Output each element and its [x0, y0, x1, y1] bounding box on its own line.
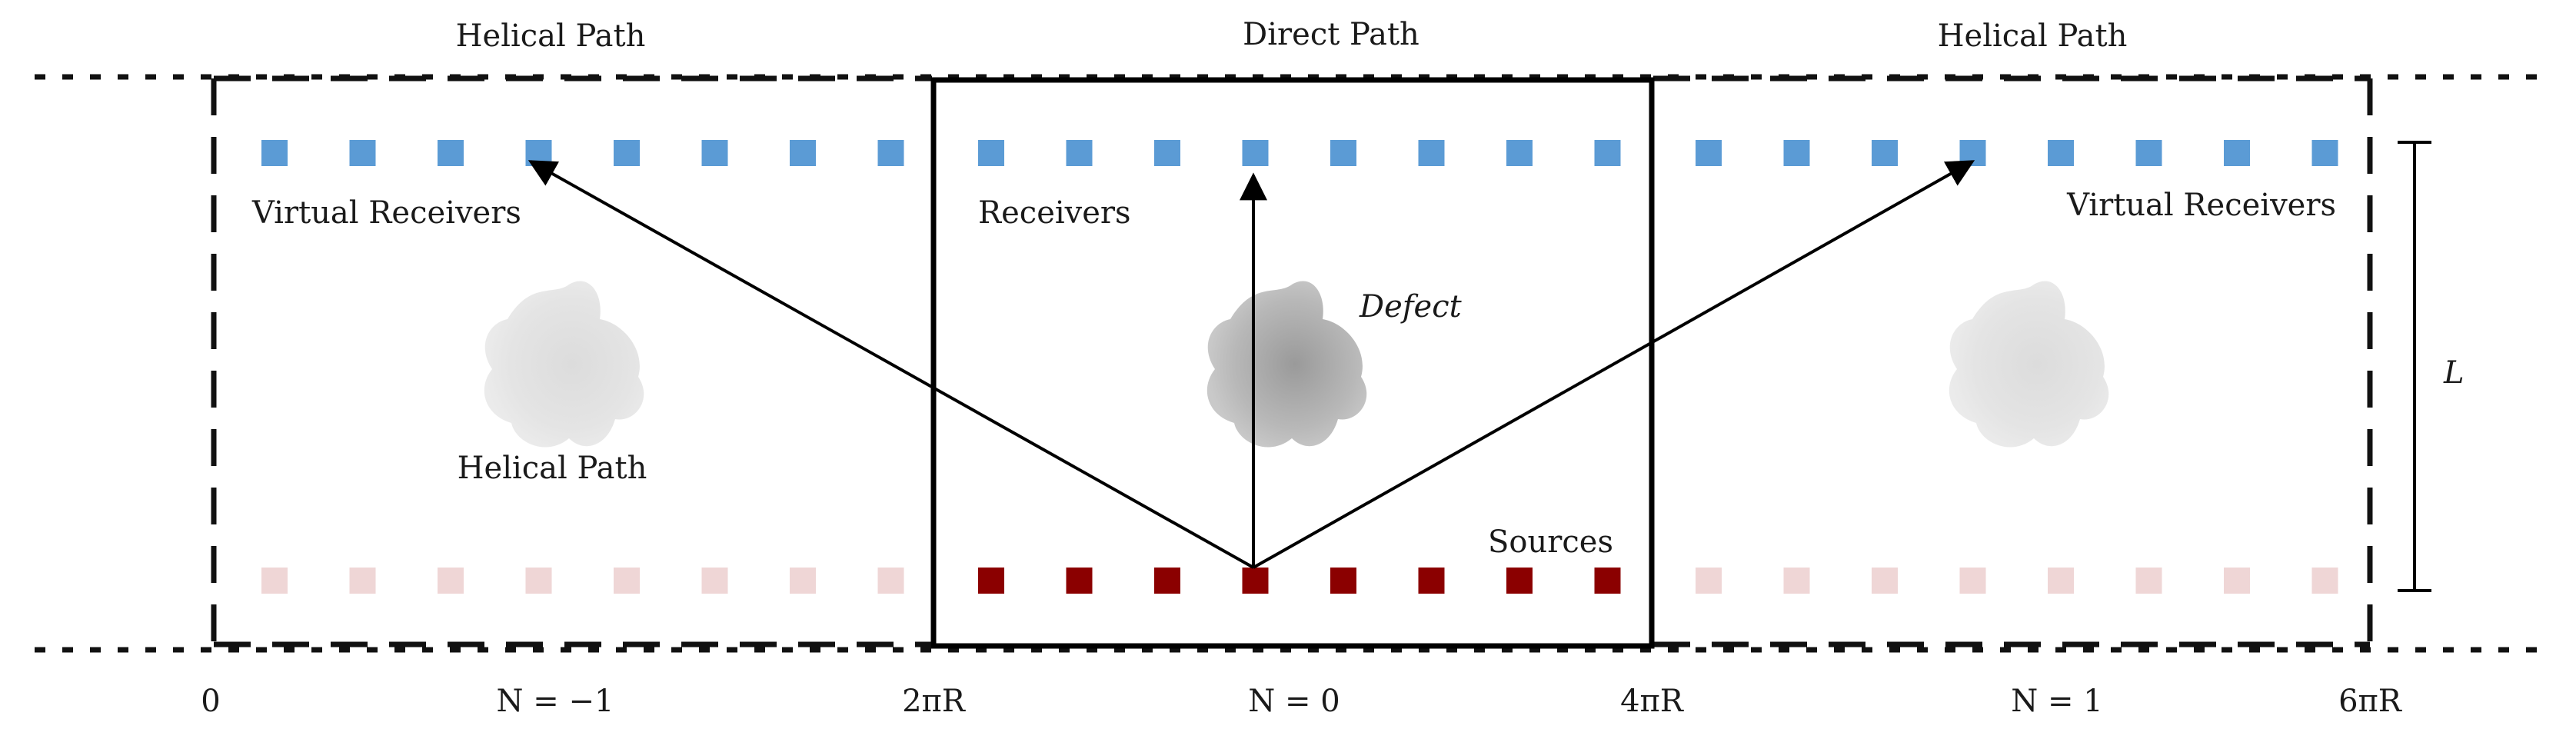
virtual-receiver-left-1	[261, 140, 288, 166]
virtual-source-left-8	[877, 568, 904, 594]
header-helical-path-left: Helical Path	[456, 18, 646, 54]
virtual-source-left-7	[790, 568, 816, 594]
source-center-8	[1594, 568, 1621, 594]
axis-tick-n-0: N = 0	[1248, 684, 1340, 719]
sources-label: Sources	[1488, 524, 1613, 560]
source-center-6	[1418, 568, 1445, 594]
receiver-center-7	[1506, 140, 1533, 166]
virtual-receiver-right-5	[2048, 140, 2074, 166]
virtual-source-right-8	[2311, 568, 2338, 594]
virtual-receivers-label-right: Virtual Receivers	[2066, 188, 2336, 223]
header-direct-path: Direct Path	[1243, 17, 1419, 52]
virtual-source-right-5	[2048, 568, 2074, 594]
virtual-source-left-6	[701, 568, 728, 594]
virtual-source-right-1	[1696, 568, 1722, 594]
direct-path-section-box	[930, 77, 1655, 649]
virtual-receiver-left-3	[438, 140, 464, 166]
source-center-2	[1066, 568, 1093, 594]
virtual-source-right-2	[1783, 568, 1810, 594]
defect-shape-center	[1206, 281, 1367, 448]
virtual-receiver-left-2	[349, 140, 376, 166]
axis-tick-n-minus-1: N = −1	[497, 684, 614, 719]
defect-label: Defect	[1359, 289, 1463, 325]
helical-ray-left	[528, 160, 1254, 569]
virtual-source-left-3	[438, 568, 464, 594]
sources-row	[261, 568, 2338, 594]
virtual-source-right-6	[2135, 568, 2162, 594]
axis-tick-4pi-r: 4πR	[1620, 684, 1685, 719]
virtual-receiver-right-8	[2311, 140, 2338, 166]
virtual-source-left-4	[525, 568, 552, 594]
virtual-receivers-label-left: Virtual Receivers	[251, 195, 521, 231]
virtual-receiver-right-3	[1872, 140, 1898, 166]
virtual-receiver-left-4	[525, 140, 552, 166]
virtual-receiver-right-7	[2224, 140, 2250, 166]
virtual-source-right-4	[1959, 568, 1986, 594]
header-helical-path-right: Helical Path	[1938, 18, 2128, 54]
virtual-receiver-left-5	[614, 140, 640, 166]
virtual-source-left-2	[349, 568, 376, 594]
receiver-center-6	[1418, 140, 1445, 166]
axis-tick-zero: 0	[201, 684, 220, 719]
virtual-receiver-right-2	[1783, 140, 1810, 166]
virtual-source-left-1	[261, 568, 288, 594]
receiver-center-5	[1330, 140, 1356, 166]
helical-ray-right	[1253, 160, 1975, 569]
virtual-source-right-3	[1872, 568, 1898, 594]
virtual-source-right-7	[2224, 568, 2250, 594]
virtual-receiver-left-7	[790, 140, 816, 166]
source-center-4	[1242, 568, 1269, 594]
defect-shape-left	[484, 281, 644, 448]
virtual-receiver-left-8	[877, 140, 904, 166]
virtual-source-left-5	[614, 568, 640, 594]
axis-tick-n-1: N = 1	[2011, 684, 2102, 719]
receiver-center-2	[1066, 140, 1093, 166]
receiver-center-8	[1594, 140, 1621, 166]
axis-tick-2pi-r: 2πR	[902, 684, 967, 719]
source-center-1	[978, 568, 1004, 594]
virtual-receiver-right-6	[2135, 140, 2162, 166]
virtual-receiver-right-1	[1696, 140, 1722, 166]
defect-shape-right	[1949, 281, 2109, 448]
receiver-center-4	[1242, 140, 1269, 166]
source-center-3	[1154, 568, 1180, 594]
receiver-center-3	[1154, 140, 1180, 166]
source-center-7	[1506, 568, 1533, 594]
length-label: L	[2443, 355, 2465, 391]
source-center-5	[1330, 568, 1356, 594]
helical-path-inner-label: Helical Path	[458, 451, 647, 486]
receivers-label: Receivers	[978, 195, 1131, 231]
axis-tick-6pi-r: 6πR	[2338, 684, 2403, 719]
virtual-receiver-left-6	[701, 140, 728, 166]
receiver-center-1	[978, 140, 1004, 166]
receivers-row	[261, 140, 2338, 166]
